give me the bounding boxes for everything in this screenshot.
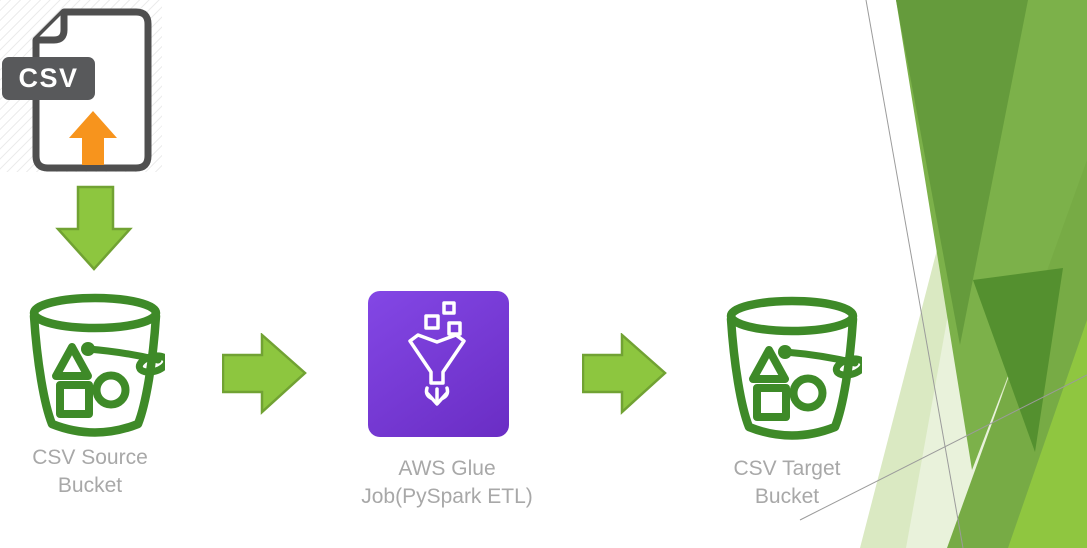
decor-bright-triangle [1008, 320, 1087, 548]
down-arrow-icon [55, 185, 133, 271]
decor-dark-intersection [973, 268, 1063, 452]
decor-dark-wedge [896, 0, 1028, 345]
glue-job-label-line1: AWS Glue [398, 457, 496, 480]
right-arrow-icon-2 [582, 333, 667, 415]
decor-thin-line-1 [865, 0, 964, 548]
bucket-square [753, 384, 790, 421]
s3-bucket-icon-target [726, 296, 862, 440]
upload-arrow-icon [69, 111, 117, 165]
facet-theme-decoration [799, 0, 1087, 548]
glue-data-square-2 [442, 301, 456, 315]
target-bucket-label-line1: CSV Target [733, 457, 841, 480]
source-bucket-label-line2: Bucket [57, 473, 123, 497]
glue-job-label-line2: Job(PySpark ETL) [361, 484, 533, 508]
target-bucket-label: CSV Target Bucket [697, 455, 877, 511]
csv-badge: CSV [2, 57, 95, 100]
decor-thin-line-2 [799, 374, 1087, 521]
bucket-handle-knob [778, 345, 792, 359]
glue-arrow-tick-left [424, 386, 433, 400]
glue-funnel-icon [408, 301, 466, 406]
bucket-handle-knob [81, 342, 95, 356]
glue-arrow-tick-right [441, 386, 450, 400]
glue-data-square-3 [447, 321, 462, 336]
csv-file-icon: CSV [0, 0, 162, 172]
right-arrow-icon-1 [222, 333, 307, 415]
bucket-triangle [52, 343, 92, 380]
source-bucket-label-line1: CSV Source [32, 446, 148, 469]
glue-data-square-1 [424, 314, 440, 330]
bucket-circle [92, 371, 130, 409]
s3-bucket-icon-source [29, 293, 165, 437]
source-bucket-label: CSV Source Bucket [5, 444, 175, 500]
folded-corner [36, 12, 68, 44]
csv-badge-label: CSV [18, 63, 79, 93]
aws-glue-icon [368, 291, 509, 437]
bucket-circle [789, 374, 827, 412]
target-bucket-label-line2: Bucket [754, 484, 820, 508]
bucket-triangle [749, 346, 789, 383]
bucket-square [56, 381, 93, 418]
glue-job-label: AWS Glue Job(PySpark ETL) [328, 455, 566, 511]
